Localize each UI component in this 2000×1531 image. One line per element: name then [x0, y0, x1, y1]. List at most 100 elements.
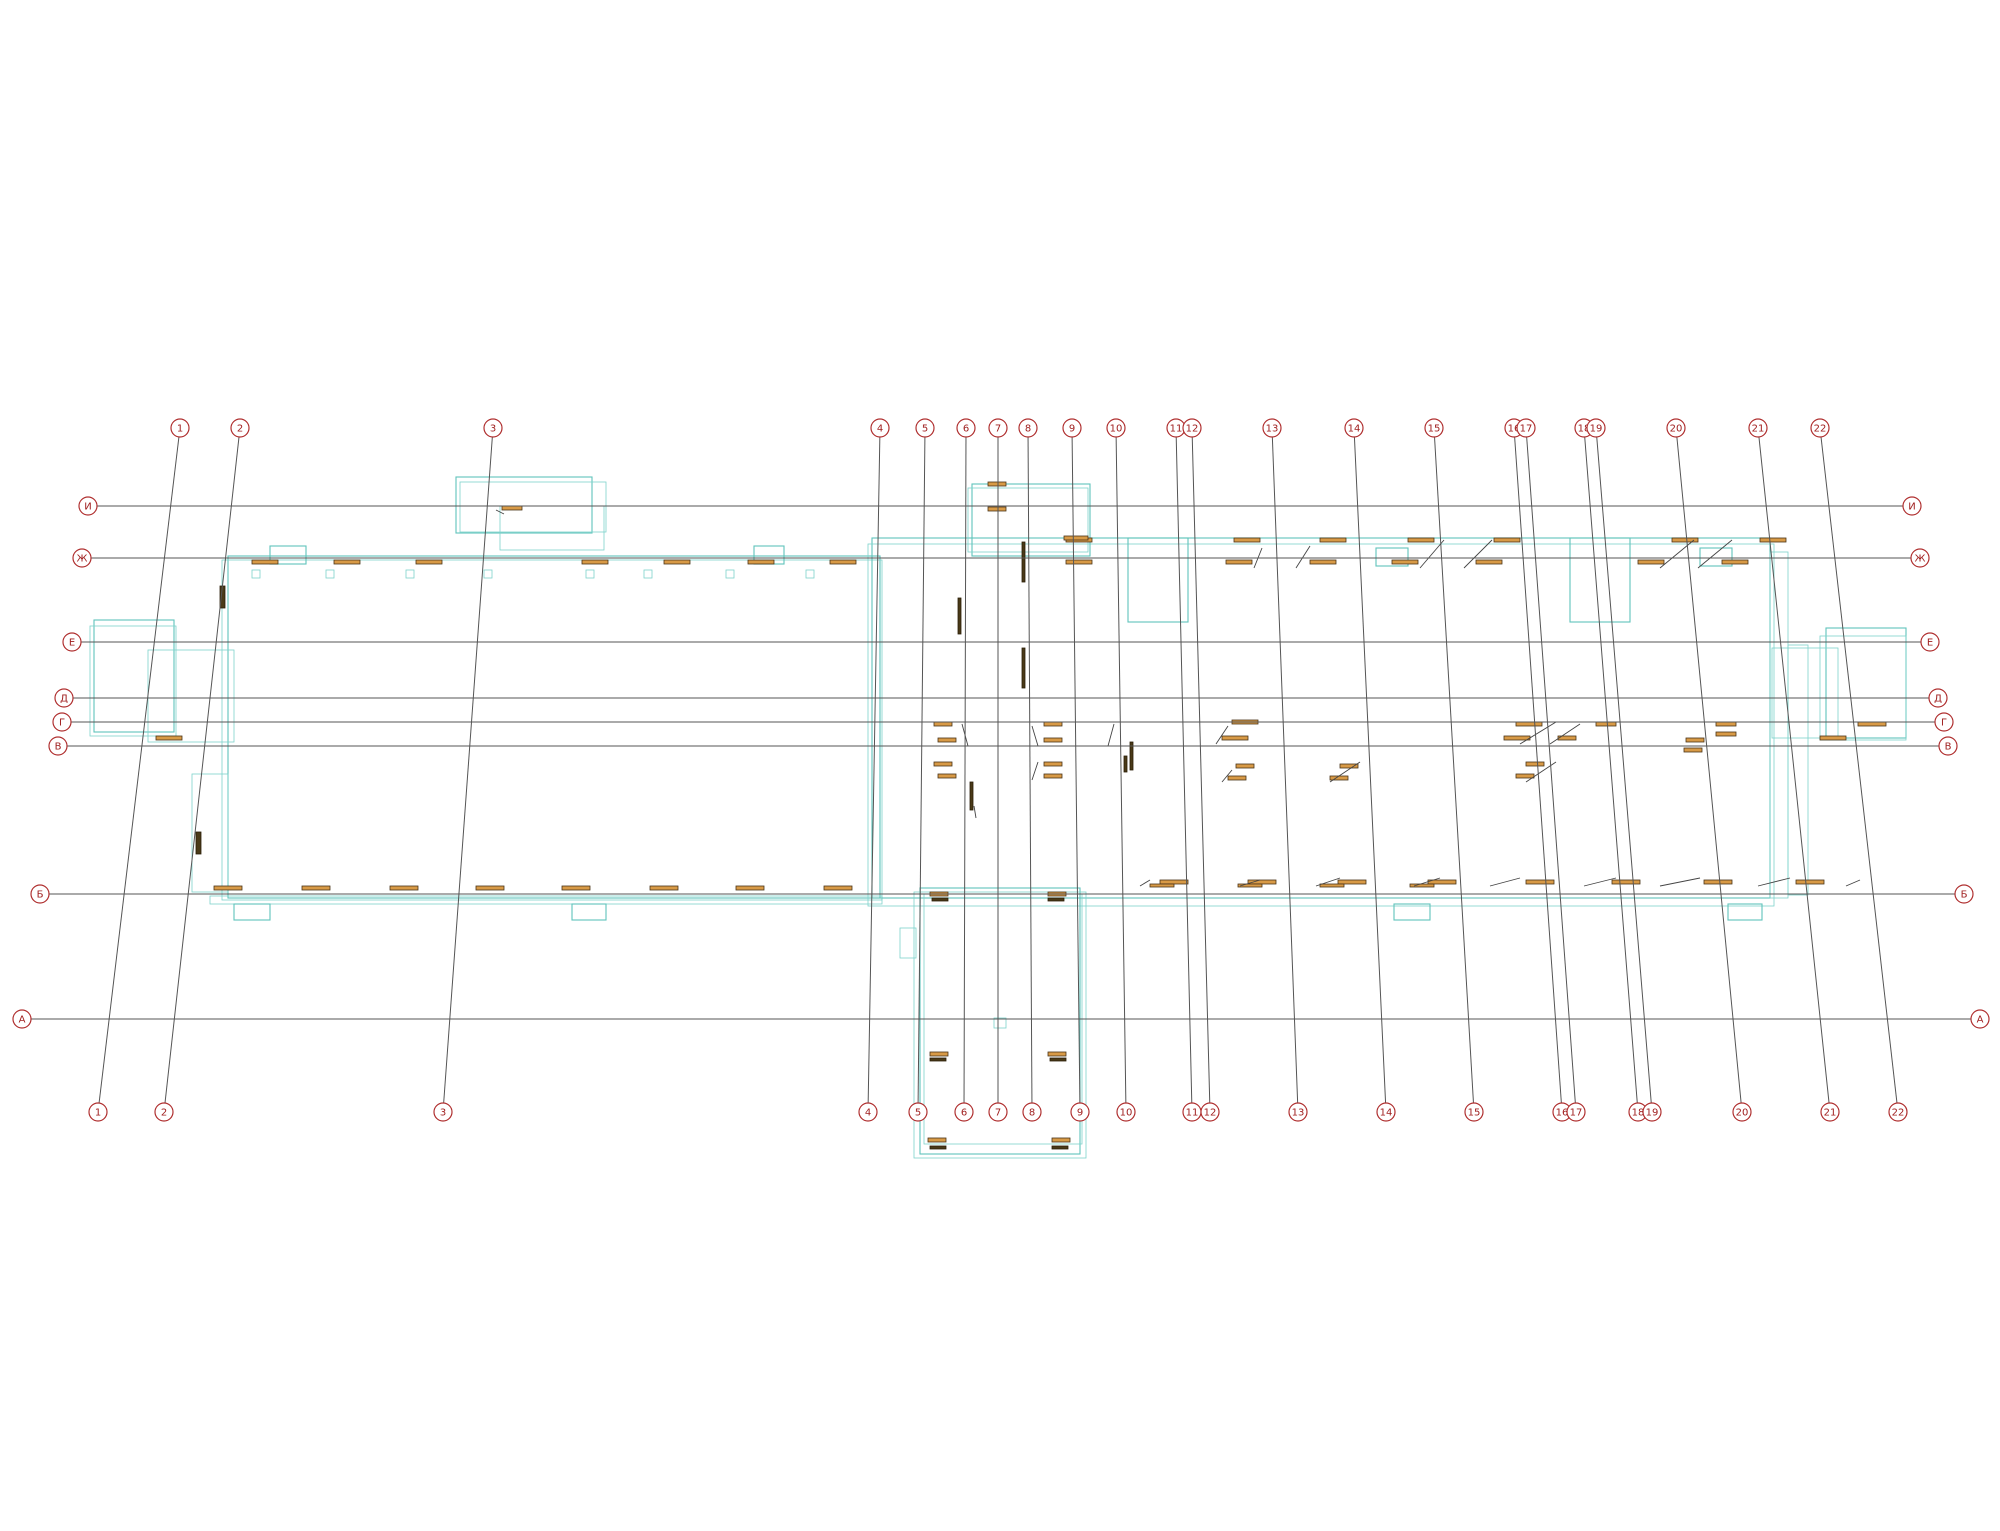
axis-bubble-E-left-circle [62, 632, 82, 652]
axis-bubble-21-bottom: 21 [1820, 1102, 1840, 1122]
axis-bubble-22-top: 22 [1810, 418, 1830, 438]
axis-bubble-1-bottom-label: 1 [95, 1108, 101, 1119]
axis-bubble-G-right: Г [1934, 712, 1954, 732]
axis-bubble-17-bottom: 17 [1566, 1102, 1586, 1122]
axis-bubble-13-bottom: 13 [1288, 1102, 1308, 1122]
axis-bubble-11-bottom: 11 [1182, 1102, 1202, 1122]
building-walls-outline [89, 476, 1907, 1159]
axis-bubble-B-left-label: Б [37, 890, 44, 901]
axis-bubble-9-bottom-label: 9 [1077, 1108, 1083, 1119]
axis-bubble-13-top: 13 [1262, 418, 1282, 438]
axis-bubble-21-bottom-circle [1820, 1102, 1840, 1122]
axis-bubble-20-top-label: 20 [1670, 424, 1683, 435]
grid-line-17 [1526, 436, 1576, 1104]
grid-line-2 [164, 436, 240, 1104]
grid-line-20 [1676, 436, 1742, 1104]
axis-bubble-3-bottom-label: 3 [440, 1108, 446, 1119]
axis-bubble-3-top-circle [483, 418, 503, 438]
axis-bubble-21-top-label: 21 [1752, 424, 1765, 435]
axis-bubble-Zh-left-label: Ж [77, 554, 88, 565]
grid-line-16 [1514, 436, 1562, 1104]
axis-bubble-5-bottom: 5 [908, 1102, 928, 1122]
axis-bubble-I-left-circle [78, 496, 98, 516]
axis-bubble-8-top-label: 8 [1025, 424, 1031, 435]
grid-line-18 [1584, 436, 1638, 1104]
axis-bubble-14-bottom-circle [1376, 1102, 1396, 1122]
axis-bubble-14-top-label: 14 [1348, 424, 1361, 435]
axis-bubble-9-top-label: 9 [1069, 424, 1075, 435]
grid-line-4 [867, 436, 881, 1104]
axis-bubble-9-top: 9 [1062, 418, 1082, 438]
axis-bubble-V-left-circle [48, 736, 68, 756]
axis-bubble-12-top-circle [1182, 418, 1202, 438]
grid-line-10 [1115, 436, 1127, 1104]
axis-bubble-20-bottom: 20 [1732, 1102, 1752, 1122]
axis-bubble-2-top: 2 [230, 418, 250, 438]
grid-line-3 [443, 436, 493, 1104]
axis-bubble-5-bottom-circle [908, 1102, 928, 1122]
grid-line-21 [1758, 436, 1830, 1104]
axis-bubble-4-bottom-circle [858, 1102, 878, 1122]
axis-bubble-15-bottom-circle [1464, 1102, 1484, 1122]
axis-bubble-11-top: 11 [1166, 418, 1186, 438]
axis-bubble-19-bottom-label: 19 [1646, 1108, 1659, 1119]
axis-bubble-20-top-circle [1666, 418, 1686, 438]
axis-bubble-G-left-label: Г [59, 718, 65, 729]
axis-bubble-E-left: Е [62, 632, 82, 652]
axis-bubble-1-top-circle [170, 418, 190, 438]
axis-bubble-14-bottom: 14 [1376, 1102, 1396, 1122]
axis-bubble-10-bottom-circle [1116, 1102, 1136, 1122]
axis-bubble-3-bottom-circle [433, 1102, 453, 1122]
axis-bubble-G-left: Г [52, 712, 72, 732]
axis-bubble-7-bottom-circle [988, 1102, 1008, 1122]
axis-bubble-5-top-label: 5 [922, 424, 928, 435]
axis-bubble-V-left-label: В [55, 742, 62, 753]
axis-bubble-1-bottom: 1 [88, 1102, 108, 1122]
axis-bubble-I-left-label: И [84, 502, 91, 513]
axis-bubble-V-right-label: В [1945, 742, 1952, 753]
axis-bubble-1-top-label: 1 [177, 424, 183, 435]
axis-bubble-3-top-label: 3 [490, 424, 496, 435]
axis-bubble-10-bottom-label: 10 [1120, 1108, 1133, 1119]
axis-bubble-10-top-circle [1106, 418, 1126, 438]
axis-bubble-8-bottom-circle [1022, 1102, 1042, 1122]
axis-bubble-E-left-label: Е [69, 638, 75, 649]
axis-bubble-19-top-circle [1586, 418, 1606, 438]
axis-bubble-15-top-circle [1424, 418, 1444, 438]
axis-bubble-5-top-circle [915, 418, 935, 438]
axis-bubble-2-top-label: 2 [237, 424, 243, 435]
axis-bubble-6-bottom-label: 6 [961, 1108, 967, 1119]
axis-bubble-B-left: Б [30, 884, 50, 904]
axis-bubble-17-top-circle [1516, 418, 1536, 438]
axis-bubbles: 1122334455667788991010111112121313141415… [12, 418, 1990, 1122]
axis-bubble-Zh-right-label: Ж [1915, 554, 1926, 565]
axis-bubble-10-top-label: 10 [1110, 424, 1123, 435]
axis-bubble-15-top-label: 15 [1428, 424, 1441, 435]
axis-bubble-8-bottom-label: 8 [1029, 1108, 1035, 1119]
axis-bubble-A-right-label: А [1977, 1015, 1984, 1026]
axis-bubble-13-bottom-circle [1288, 1102, 1308, 1122]
axis-bubble-G-right-label: Г [1941, 718, 1947, 729]
axis-bubble-10-top: 10 [1106, 418, 1126, 438]
axis-bubble-D-right-circle [1928, 688, 1948, 708]
axis-bubble-22-top-circle [1810, 418, 1830, 438]
axis-bubble-A-left-circle [12, 1009, 32, 1029]
axis-bubble-4-bottom-label: 4 [865, 1108, 871, 1119]
axis-bubble-10-bottom: 10 [1116, 1102, 1136, 1122]
axis-bubble-I-right-label: И [1908, 502, 1915, 513]
axis-bubble-5-top: 5 [915, 418, 935, 438]
grid-line-9 [1071, 436, 1081, 1104]
axis-bubble-9-bottom-circle [1070, 1102, 1090, 1122]
axis-bubble-7-top: 7 [988, 418, 1008, 438]
axis-bubble-19-bottom: 19 [1642, 1102, 1662, 1122]
axis-bubble-18-bottom-label: 18 [1632, 1108, 1645, 1119]
axis-bubble-Zh-left-circle [72, 548, 92, 568]
axis-bubble-9-bottom: 9 [1070, 1102, 1090, 1122]
axis-bubble-V-right-circle [1938, 736, 1958, 756]
axis-bubble-V-right: В [1938, 736, 1958, 756]
axis-bubble-14-top: 14 [1344, 418, 1364, 438]
axis-bubble-12-bottom-circle [1200, 1102, 1220, 1122]
axis-bubble-G-right-circle [1934, 712, 1954, 732]
axis-bubble-19-top: 19 [1586, 418, 1606, 438]
